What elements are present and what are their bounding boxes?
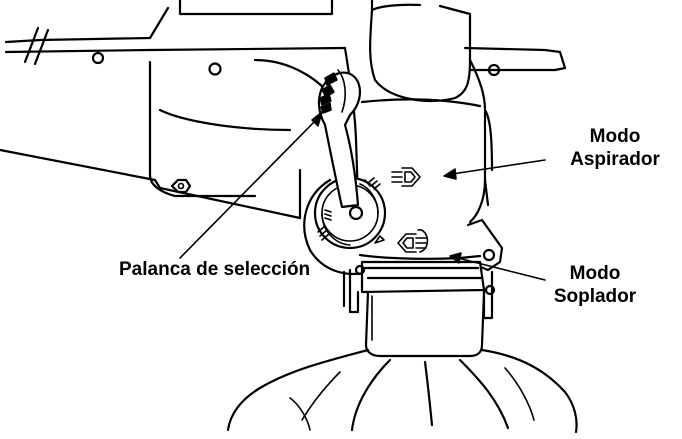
screw-hole-icon <box>91 51 105 65</box>
screw-hole-icon <box>487 63 501 77</box>
center-housing <box>343 0 494 224</box>
callout-leaders <box>179 111 546 281</box>
screw-hole-icon <box>484 284 496 296</box>
selector-lever <box>317 69 364 221</box>
vacuum-mode-label: Modo Aspirador <box>560 125 670 171</box>
dial-detent-icon <box>317 225 330 241</box>
blower-mode-label-line2: Soplador <box>553 286 637 307</box>
break-marks <box>23 26 50 66</box>
collection-bag <box>226 348 578 434</box>
side-bracket <box>466 178 504 272</box>
screw-hole-icon <box>482 248 496 262</box>
vacuum-arrow-icon <box>391 167 421 187</box>
blower-mode-label: Modo Soplador <box>540 262 650 308</box>
screw-hole-icon <box>208 62 222 76</box>
vacuum-mode-label-line2: Aspirador <box>570 149 660 170</box>
dial-detent-icon <box>367 177 381 190</box>
lever-label: Palanca de selección <box>119 259 311 280</box>
vacuum-mode-label-line1: Modo <box>589 126 641 147</box>
blower-mode-label-line1: Modo <box>569 263 621 284</box>
pivot-icon <box>348 205 364 221</box>
motor-housing <box>0 58 342 220</box>
upper-tube <box>4 0 567 72</box>
blower-arrow-icon <box>397 229 429 253</box>
screw-hole-icon <box>354 264 366 276</box>
bag-collar <box>342 253 496 358</box>
hex-nut-icon <box>170 178 192 194</box>
